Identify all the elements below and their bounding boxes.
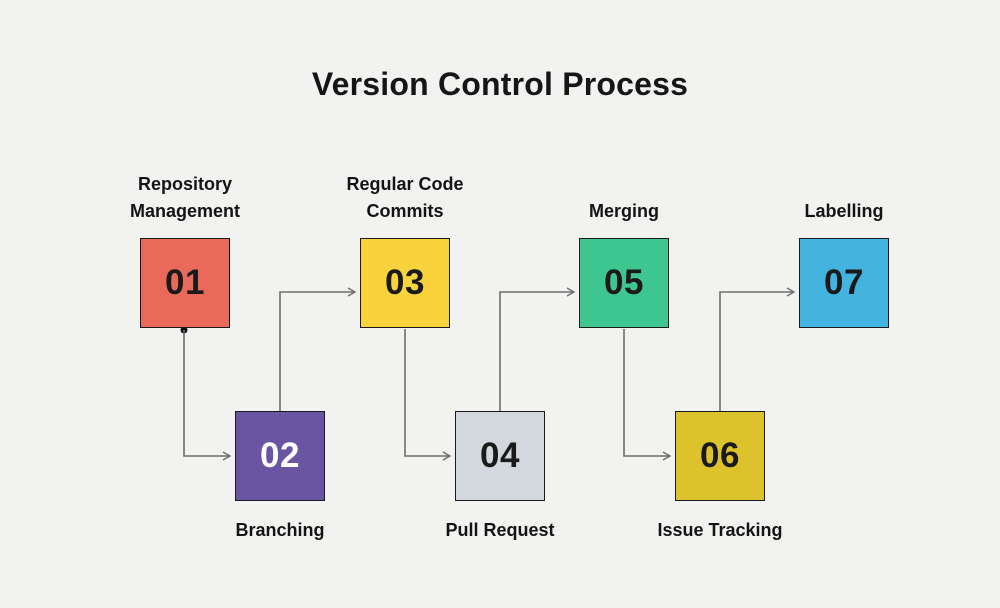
step-box: 06 bbox=[675, 411, 765, 501]
step-box: 04 bbox=[455, 411, 545, 501]
step-number: 05 bbox=[604, 263, 644, 302]
connector-01-02 bbox=[183, 330, 232, 461]
connector-05-06 bbox=[623, 329, 672, 461]
step-number: 02 bbox=[260, 436, 300, 475]
step-07-labelling: Labelling 07 bbox=[799, 201, 889, 328]
step-box: 05 bbox=[579, 238, 669, 328]
step-label: Branching bbox=[235, 520, 325, 540]
step-box: 01 bbox=[140, 238, 230, 328]
connector-04-05 bbox=[499, 287, 576, 411]
step-number: 06 bbox=[700, 436, 740, 475]
step-label: Pull Request bbox=[445, 520, 555, 540]
step-label: Labelling bbox=[804, 201, 884, 221]
step-label: Issue Tracking bbox=[657, 520, 783, 540]
step-03-regular-code-commits: Regular Code Commits 03 bbox=[346, 174, 464, 328]
step-label: Regular Code Commits bbox=[346, 174, 464, 221]
step-box: 02 bbox=[235, 411, 325, 501]
step-box: 07 bbox=[799, 238, 889, 328]
step-number: 03 bbox=[385, 263, 425, 302]
connector-06-07 bbox=[719, 287, 796, 411]
step-05-merging: Merging 05 bbox=[579, 201, 669, 328]
page-title: Version Control Process bbox=[311, 66, 689, 102]
connector-03-04 bbox=[404, 329, 452, 461]
step-number: 07 bbox=[824, 263, 864, 302]
step-06-issue-tracking: Issue Tracking 06 bbox=[657, 411, 783, 540]
step-01-repository-management: Repository Management 01 bbox=[130, 174, 240, 328]
step-number: 01 bbox=[165, 263, 205, 302]
step-number: 04 bbox=[480, 436, 520, 475]
step-label: Merging bbox=[589, 201, 659, 221]
step-02-branching: Branching 02 bbox=[235, 411, 325, 540]
step-04-pull-request: Pull Request 04 bbox=[445, 411, 555, 540]
step-box: 03 bbox=[360, 238, 450, 328]
step-label: Repository Management bbox=[129, 174, 241, 221]
connector-02-03 bbox=[279, 287, 357, 411]
